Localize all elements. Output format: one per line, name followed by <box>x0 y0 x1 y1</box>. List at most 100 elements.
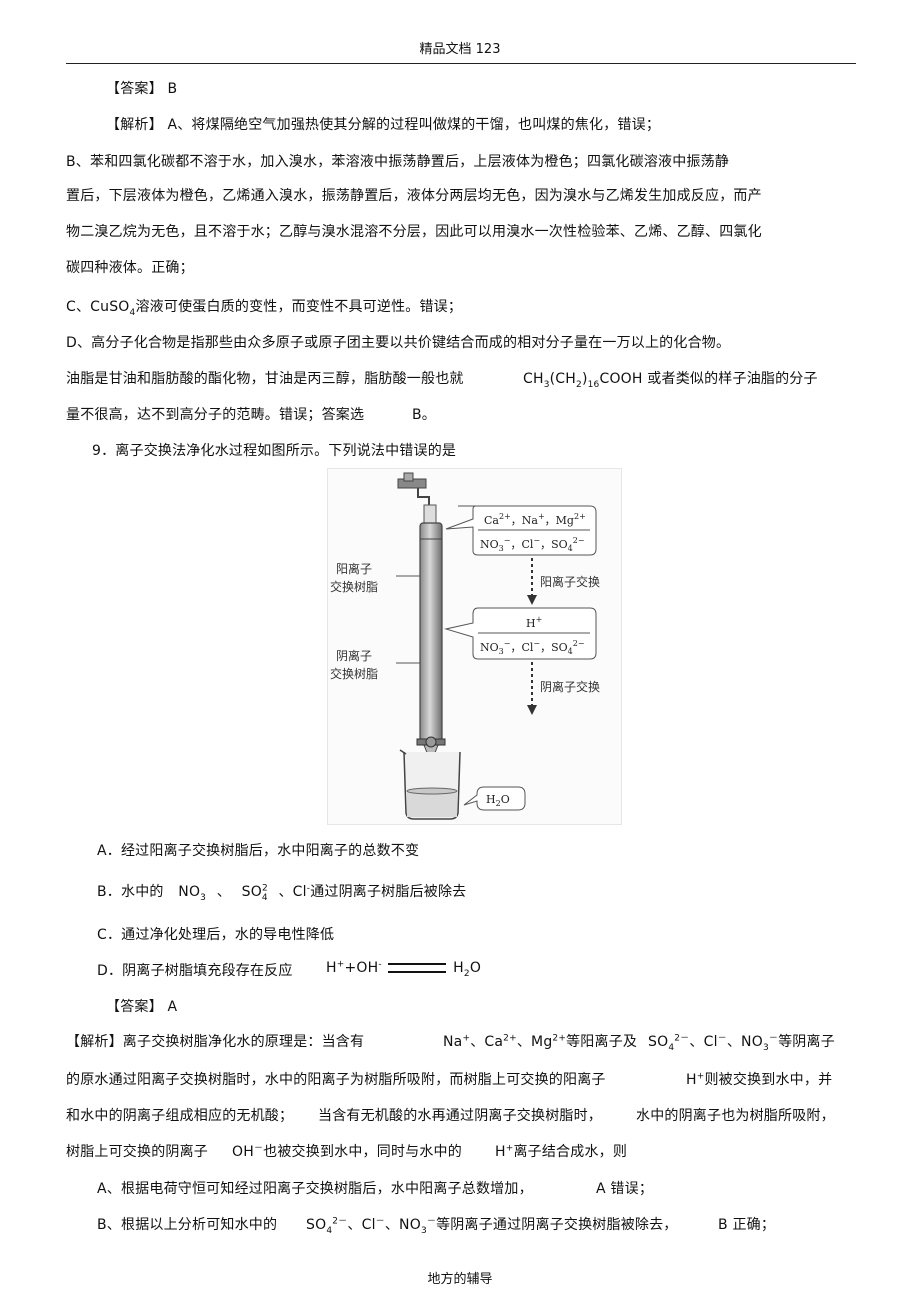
after-cation-hydrogen: H+ <box>526 615 542 630</box>
text-run: B．水中的 <box>97 884 164 900</box>
explanation-9-4c: H+离子结合成水，则 <box>495 1141 627 1161</box>
after-cation-anions: NO3−，Cl−，SO42− <box>480 639 585 656</box>
ion-exchange-figure: 阳离子 交换树脂 阴离子 交换树脂 Ca2+，Na+，Mg2+ NO3−，Cl−… <box>327 468 622 825</box>
text-run: 等阳离子及 <box>566 1034 638 1050</box>
arrow-cation-exchange <box>527 558 537 605</box>
explanation-9-6c: B 正确； <box>718 1217 776 1233</box>
superscript: － <box>253 1143 264 1154</box>
text-run: 则被交换到水中，并 <box>704 1072 833 1088</box>
explanation-9-4b: OH－也被交换到水中，同时与水中的 <box>232 1141 462 1161</box>
superscript: 2－ <box>332 1216 348 1227</box>
text-run: Na <box>443 1034 463 1050</box>
text-run: O <box>469 960 482 976</box>
water-callout: H2O <box>463 786 526 811</box>
raw-cations: Ca2+，Na+，Mg2+ <box>484 512 586 527</box>
question-9-stem: 9．离子交换法净化水过程如图所示。下列说法中错误的是 <box>92 443 457 459</box>
superscript: + <box>505 1143 514 1154</box>
option-d-equation: H++OH- H2O <box>326 959 482 979</box>
subscript: 4 <box>261 892 268 903</box>
water-formula: H2O <box>486 793 510 808</box>
column-inlet <box>423 504 437 524</box>
subscript: 2 <box>463 968 470 979</box>
explanation-9-3a: 和水中的阴离子组成相应的无机酸； <box>66 1108 294 1124</box>
text-run: 、NO <box>726 1034 763 1050</box>
subscript: 3 <box>543 379 550 390</box>
explanation-b-4: 碳四种液体。正确； <box>66 260 194 276</box>
text-run: +OH <box>344 960 379 976</box>
superscript: 2 <box>261 883 268 894</box>
explanation-9-3b: 当含有无机酸的水再通过阴离子交换树脂时， <box>318 1108 602 1124</box>
explanation-d-3b: B。 <box>412 407 437 423</box>
stopcock-icon <box>416 736 446 748</box>
text-run: 、Cl <box>278 884 307 900</box>
superscript: + <box>462 1033 471 1044</box>
superscript: 2+ <box>503 1033 517 1044</box>
arrow-anion-exchange <box>527 662 537 715</box>
label-cation-resin-2: 交换树脂 <box>330 579 378 594</box>
explanation-b-3: 物二溴乙烷为无色，且不溶于水；乙醇与溴水混溶不分层，因此可以用溴水一次性检验苯、… <box>66 224 762 240</box>
ion-box-raw-water: Ca2+，Na+，Mg2+ NO3−，Cl−，SO42− <box>445 505 597 556</box>
subscript: 3 <box>200 892 207 903</box>
text-run: SO <box>648 1034 669 1050</box>
superscript: － <box>768 1033 779 1044</box>
subscript: 2 <box>576 379 582 390</box>
label-anion-resin-2: 交换树脂 <box>330 666 378 681</box>
text-run: (CH <box>549 371 577 387</box>
text-run: SO <box>306 1217 327 1233</box>
explanation-9-1c: SO42－、Cl－、NO3－等阴离子 <box>648 1031 835 1053</box>
label-anion-resin-1: 阴离子 <box>336 648 372 663</box>
superscript: + <box>696 1071 705 1082</box>
text-run: 、Cl <box>347 1217 376 1233</box>
explanation-9-6a: B、根据以上分析可知水中的 <box>97 1217 278 1233</box>
text-run: 等阴离子通过阴离子交换树脂被除去， <box>436 1217 678 1233</box>
superscript: － <box>426 1216 437 1227</box>
raw-anions: NO3−，Cl−，SO42− <box>480 536 585 553</box>
header-rule <box>66 63 856 64</box>
text-run: 、 <box>216 884 231 900</box>
option-d: D．阴离子树脂填充段存在反应 <box>97 963 293 979</box>
explanation-9-1a: 【解析】离子交换树脂净化水的原理是：当含有 <box>66 1034 365 1050</box>
text-run: 、Cl <box>689 1034 718 1050</box>
explanation-d-3a: 量不很高，达不到高分子的范畴。错误；答案选 <box>66 407 365 423</box>
superscript: + <box>336 959 345 970</box>
faucet-icon <box>397 472 430 505</box>
text-run: SO <box>241 884 262 900</box>
explanation-d-2a: 油脂是甘油和脂肪酸的酯化物，甘油是丙三醇，脂肪酸一般也就 <box>66 371 464 387</box>
explanation-a: 【解析】 A、将煤隔绝空气加强热使其分解的过程叫做煤的干馏，也叫煤的焦化，错误； <box>106 117 661 133</box>
superscript: － <box>717 1033 727 1044</box>
answer-line-8: 【答案】 B <box>106 81 178 97</box>
subscript: 3 <box>420 1225 427 1236</box>
arrow-label-cation: 阳离子交换 <box>540 574 600 589</box>
ion-box-after-cation: H+ NO3−，Cl−，SO42− <box>444 607 597 660</box>
explanation-d-1: D、高分子化合物是指那些由众多原子或原子团主要以共价键结合而成的相对分子量在一万… <box>66 335 731 351</box>
label-cation-resin-1: 阳离子 <box>336 561 372 576</box>
text-run: 通过阴离子树脂后被除去 <box>310 884 467 900</box>
text-run: 、Ca <box>470 1034 504 1050</box>
page-header: 精品文档 123 <box>419 42 501 57</box>
explanation-9-6b: SO42－、Cl－、NO3－等阴离子通过阴离子交换树脂被除去， <box>306 1214 678 1236</box>
explanation-9-5a: A、根据电荷守恒可知经过阳离子交换树脂后，水中阳离子总数增加， <box>97 1181 533 1197</box>
text-run: 或者类似的样子油脂的分子 <box>647 371 818 387</box>
equals-sign <box>388 963 447 973</box>
explanation-9-2b: H+则被交换到水中，并 <box>686 1069 832 1089</box>
explanation-9-1b: Na+、Ca2+、Mg2+等阳离子及 <box>443 1031 637 1051</box>
beaker-icon <box>399 749 461 820</box>
text-run: ) <box>581 371 588 387</box>
subscript: 4 <box>668 1042 675 1053</box>
ion-exchange-column <box>419 522 443 746</box>
text-run: H <box>326 960 337 976</box>
answer-line-9: 【答案】 A <box>106 999 178 1015</box>
explanation-9-5b: A 错误； <box>596 1181 654 1197</box>
superscript: 2+ <box>552 1033 567 1044</box>
superscript: - <box>306 883 311 894</box>
arrow-label-anion: 阴离子交换 <box>540 679 600 694</box>
subscript: 4 <box>129 307 136 318</box>
text-run: NO <box>178 884 201 900</box>
text-run: H <box>686 1072 697 1088</box>
text-run: OH <box>232 1144 254 1160</box>
explanation-9-3c: 水中的阴离子也为树脂所吸附， <box>636 1108 835 1124</box>
ion-exchange-diagram: 阳离子 交换树脂 阴离子 交换树脂 Ca2+，Na+，Mg2+ NO3−，Cl−… <box>330 472 600 820</box>
superscript: 2－ <box>674 1033 690 1044</box>
subscript: 16 <box>587 379 600 390</box>
text-run: 也被交换到水中，同时与水中的 <box>263 1144 462 1160</box>
